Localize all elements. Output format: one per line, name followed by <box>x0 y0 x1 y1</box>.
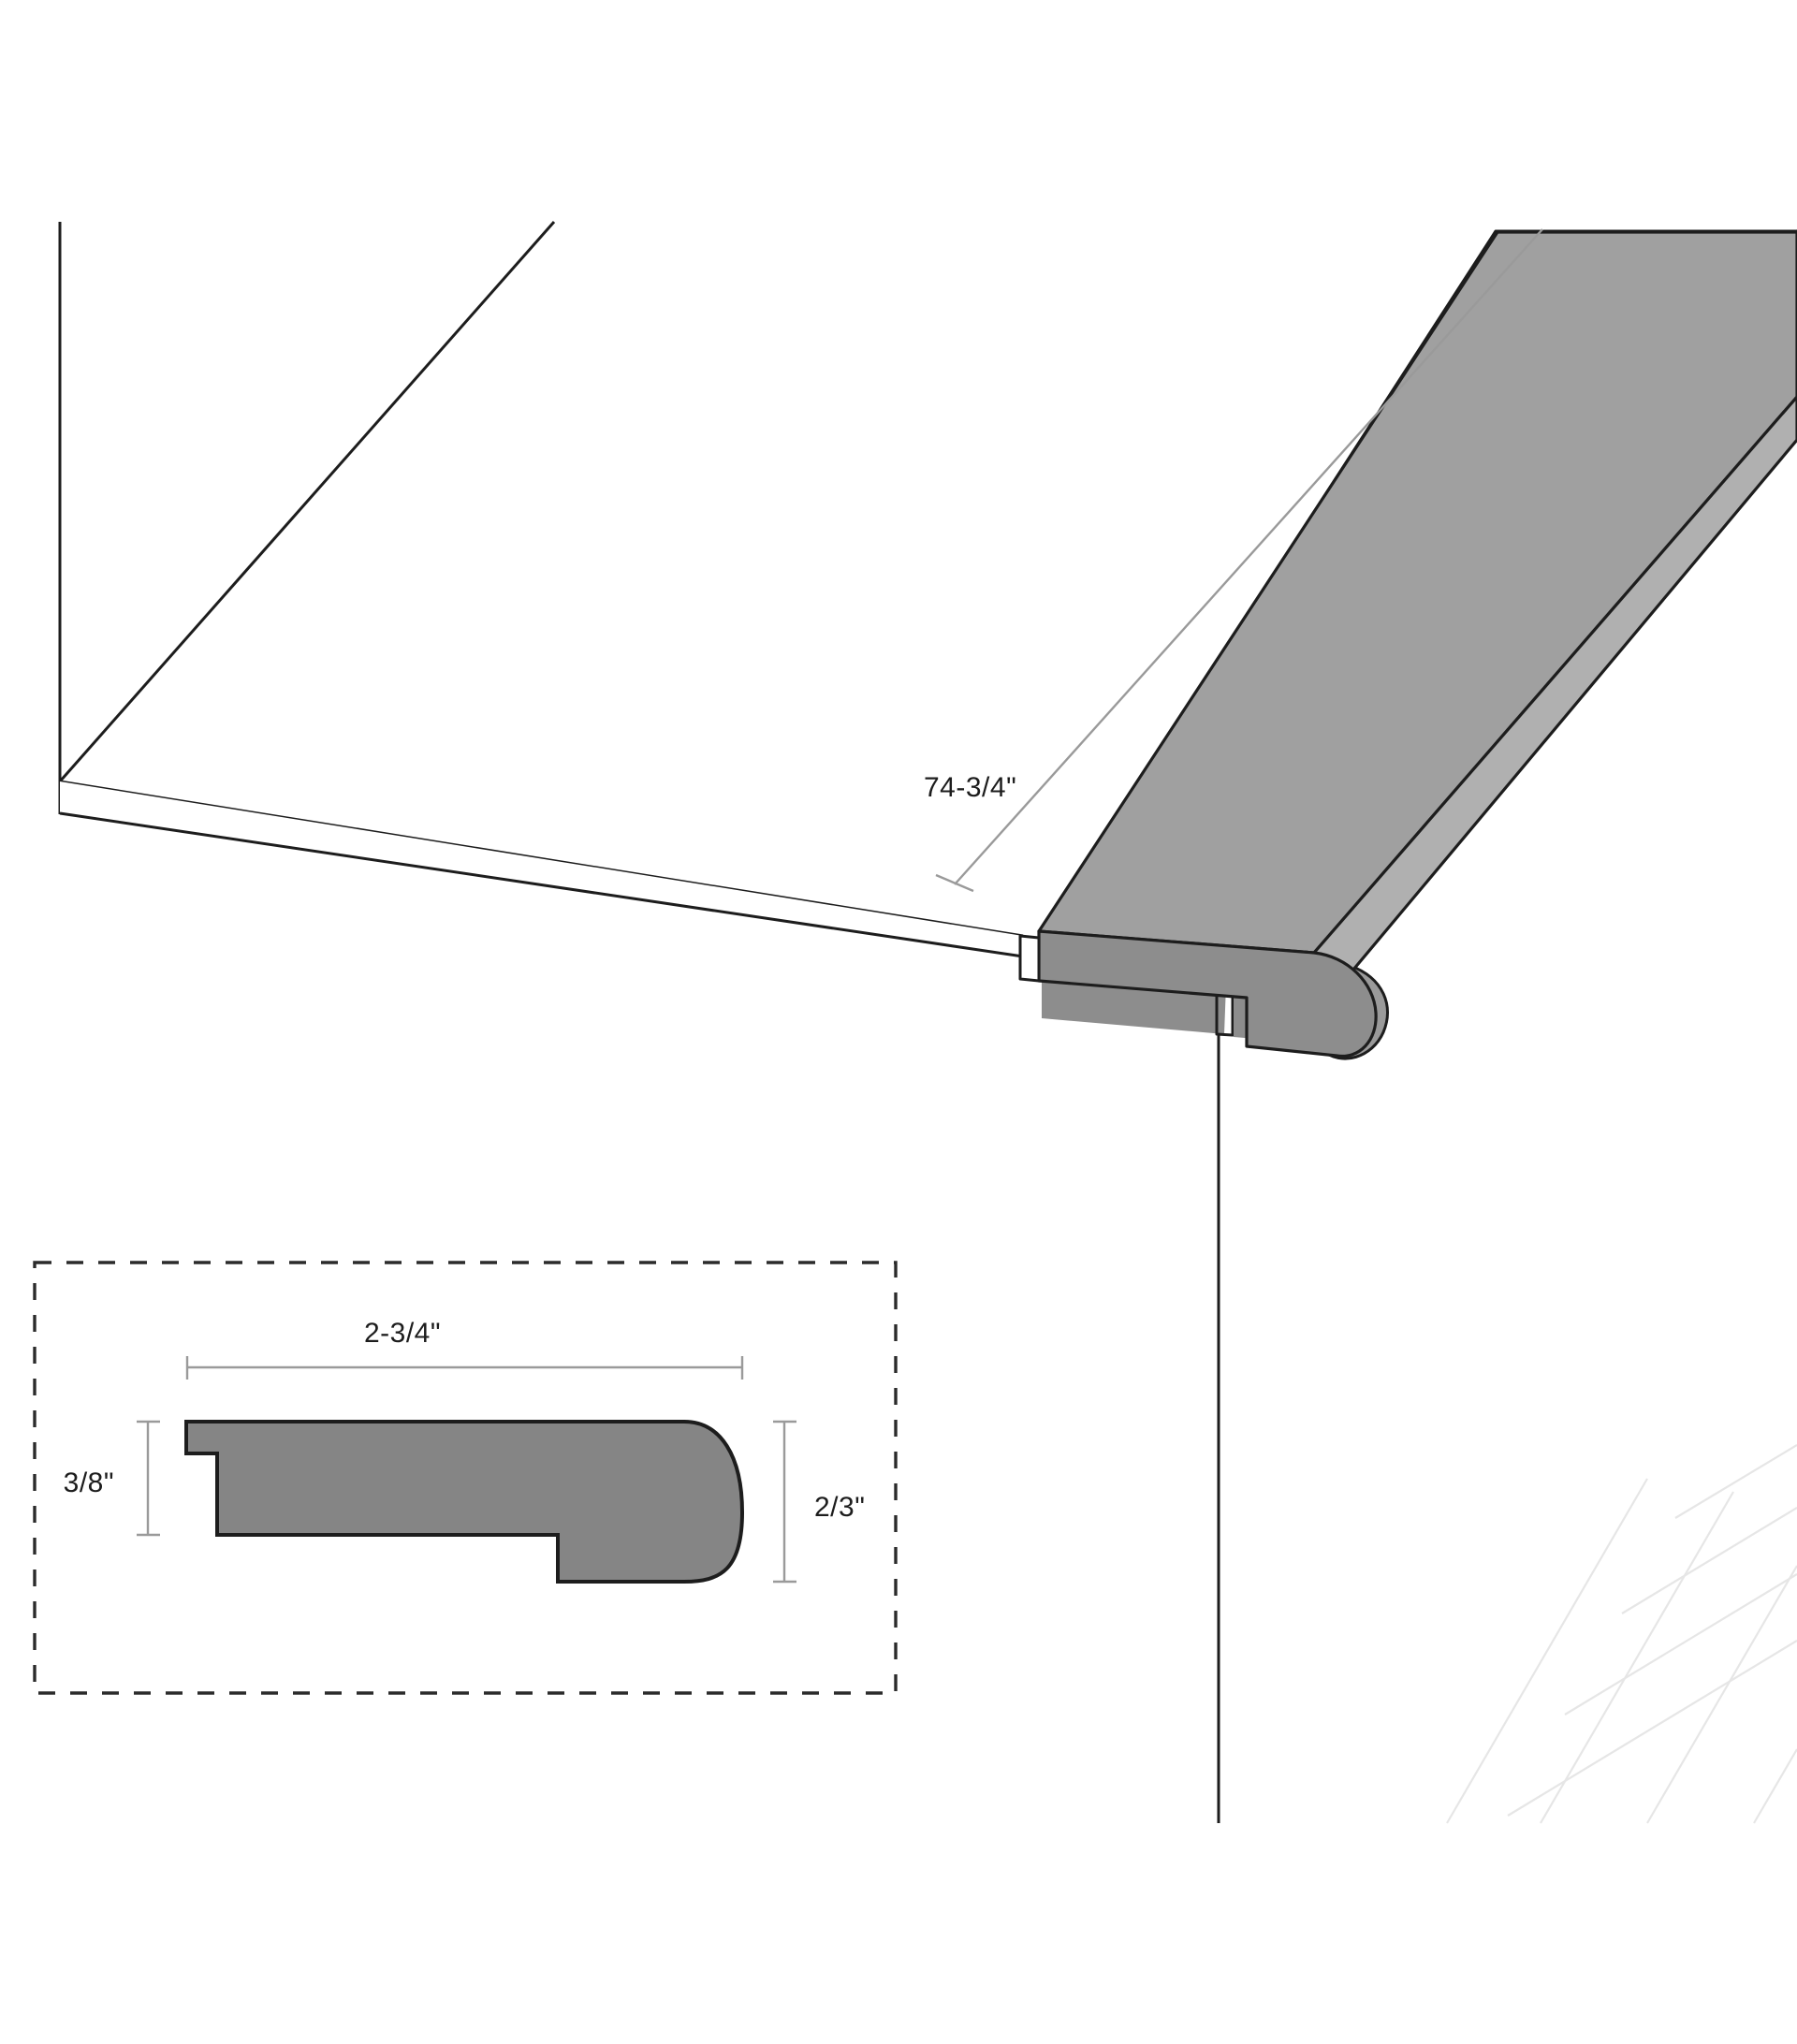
profile-width-dimension <box>185 1356 744 1380</box>
floor-grid <box>1446 1444 1797 1824</box>
profile-callout-box <box>33 1261 898 1695</box>
length-dimension-label: 74-3/4" <box>924 772 1016 803</box>
stair-nosing-outline <box>1018 230 1797 1058</box>
profile-height-dimension <box>773 1420 796 1584</box>
length-dimension <box>935 228 1543 893</box>
profile-width-label: 2-3/4" <box>364 1318 441 1349</box>
profile-height-label: 2/3" <box>814 1492 865 1523</box>
profile-cross-section <box>184 1420 745 1584</box>
profile-rabbet-dimension <box>137 1420 160 1537</box>
profile-rabbet-label: 3/8" <box>64 1467 114 1498</box>
